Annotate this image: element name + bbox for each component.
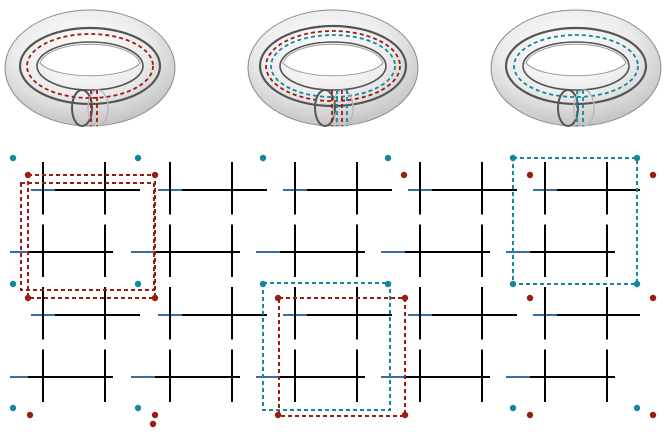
teal-vertex-dot [384, 280, 392, 288]
red-loop-left [27, 174, 156, 299]
red-vertex-dot [649, 171, 657, 179]
torus-blue-loops [490, 9, 662, 127]
teal-vertex-dot [134, 404, 142, 412]
red-vertex-dot [151, 411, 159, 419]
red-vertex-dot [649, 411, 657, 419]
red-vertex-dot [526, 294, 534, 302]
teal-vertex-dot [384, 154, 392, 162]
teal-vertex-dot [633, 154, 641, 162]
red-vertex-dot [151, 171, 159, 179]
teal-vertex-dot [633, 404, 641, 412]
red-vertex-dot [24, 294, 32, 302]
teal-vertex-dot [509, 404, 517, 412]
red-vertex-dot [401, 411, 409, 419]
red-vertex-dot [274, 294, 282, 302]
red-vertex-dot [400, 171, 408, 179]
surface-code-lattice [10, 162, 640, 402]
teal-vertex-dot [259, 280, 267, 288]
blue-loop-right [512, 157, 638, 285]
red-vertex-dot [401, 294, 409, 302]
red-loop-middle [278, 297, 406, 417]
torus-red-loops [4, 9, 176, 127]
red-vertex-dot [649, 294, 657, 302]
teal-vertex-dot [633, 280, 641, 288]
red-vertex-dot [26, 411, 34, 419]
teal-vertex-dot [134, 154, 142, 162]
teal-vertex-dot [9, 280, 17, 288]
teal-vertex-dot [9, 404, 17, 412]
red-vertex-dot [526, 171, 534, 179]
teal-vertex-dot [259, 154, 267, 162]
blue-loop-middle [262, 282, 391, 411]
red-vertex-dot [151, 294, 159, 302]
red-vertex-dot [149, 420, 157, 428]
teal-vertex-dot [509, 280, 517, 288]
vertex-dots [9, 154, 657, 428]
red-vertex-dot [274, 411, 282, 419]
red-loop-left-inner [20, 182, 155, 291]
red-vertex-dot [24, 171, 32, 179]
teal-vertex-dot [509, 154, 517, 162]
torus-red-and-blue-loops [247, 9, 419, 127]
teal-vertex-dot [134, 280, 142, 288]
teal-vertex-dot [9, 154, 17, 162]
red-vertex-dot [526, 411, 534, 419]
highlight-loops [20, 157, 638, 417]
